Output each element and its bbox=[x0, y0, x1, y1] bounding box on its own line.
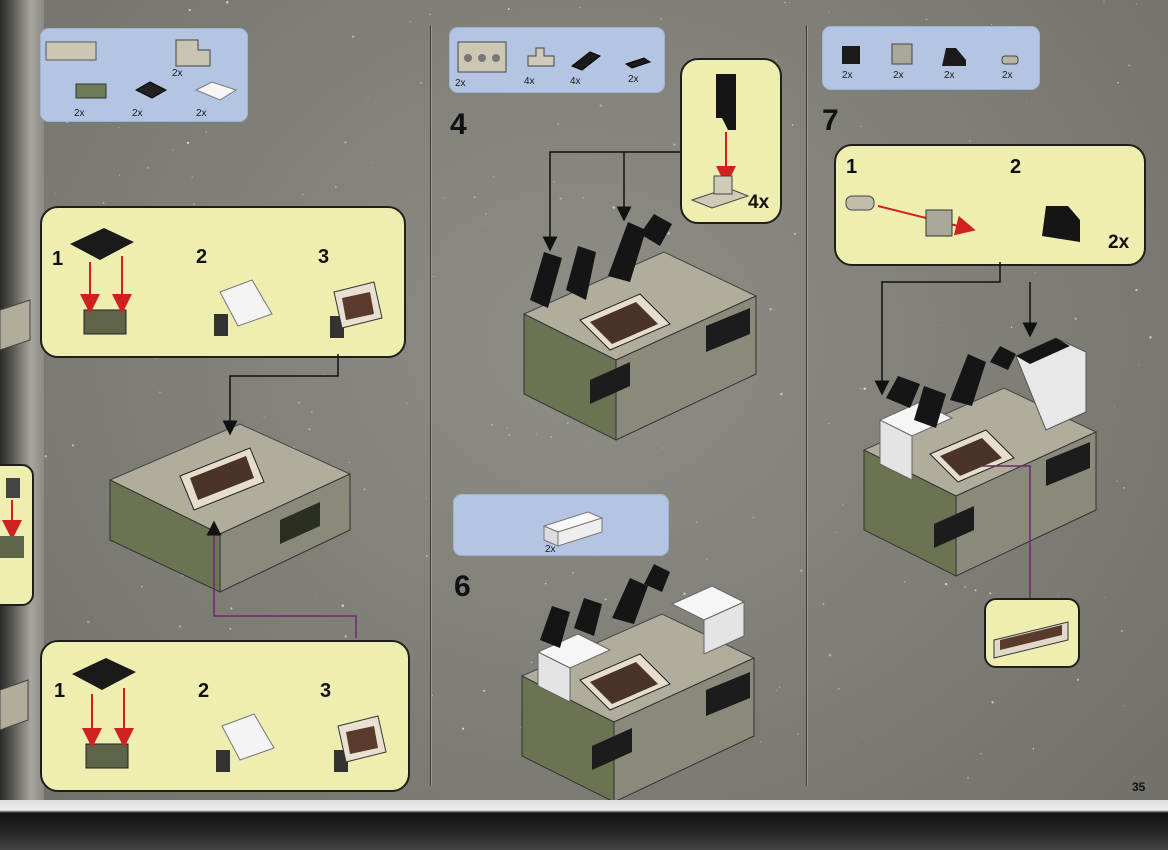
substep-step7-2: 2 bbox=[1010, 156, 1021, 179]
step-number-4: 4 bbox=[450, 108, 467, 142]
part-icons-col1 bbox=[46, 40, 236, 100]
page-bottom-edge bbox=[0, 800, 1168, 850]
qty-step6-1: 2x bbox=[545, 544, 556, 555]
qty-step7-3: 2x bbox=[944, 70, 955, 81]
callout-top-parts bbox=[70, 228, 382, 338]
substep-bottom-2: 2 bbox=[198, 680, 209, 703]
step4-multiplier: 4x bbox=[748, 192, 769, 214]
substep-top-1: 1 bbox=[52, 248, 63, 271]
step7-callout-parts bbox=[846, 196, 1080, 242]
step4-callout-parts bbox=[692, 74, 748, 208]
callout-bottom-parts bbox=[72, 658, 386, 772]
substep-top-3: 3 bbox=[318, 246, 329, 269]
assembly-step3 bbox=[110, 424, 350, 592]
qty-col1-1: 2x bbox=[172, 68, 183, 79]
qty-step4-3: 4x bbox=[570, 76, 581, 87]
part-icons-step6 bbox=[544, 512, 602, 546]
part-icons-step4 bbox=[458, 42, 650, 72]
previous-page-sliver bbox=[0, 300, 30, 730]
qty-col1-3: 2x bbox=[132, 108, 143, 119]
qty-col1-2: 2x bbox=[74, 108, 85, 119]
substep-step7-1: 1 bbox=[846, 156, 857, 179]
page-number: 35 bbox=[1132, 780, 1145, 794]
qty-step4-2: 4x bbox=[524, 76, 535, 87]
step-number-6: 6 bbox=[454, 570, 471, 604]
step7-multiplier: 2x bbox=[1108, 232, 1129, 254]
substep-bottom-1: 1 bbox=[54, 680, 65, 703]
qty-step7-4: 2x bbox=[1002, 70, 1013, 81]
step-number-7: 7 bbox=[822, 104, 839, 138]
qty-step4-1: 2x bbox=[455, 78, 466, 89]
qty-step7-2: 2x bbox=[893, 70, 904, 81]
control-panel-tile bbox=[994, 622, 1068, 658]
qty-step4-4: 2x bbox=[628, 74, 639, 85]
qty-col1-4: 2x bbox=[196, 108, 207, 119]
substep-top-2: 2 bbox=[196, 246, 207, 269]
assembly-step6 bbox=[522, 564, 754, 802]
substep-bottom-3: 3 bbox=[320, 680, 331, 703]
assembly-step4 bbox=[524, 214, 756, 440]
qty-step7-1: 2x bbox=[842, 70, 853, 81]
assembly-step7 bbox=[864, 338, 1096, 576]
part-icons-step7 bbox=[842, 44, 1018, 66]
